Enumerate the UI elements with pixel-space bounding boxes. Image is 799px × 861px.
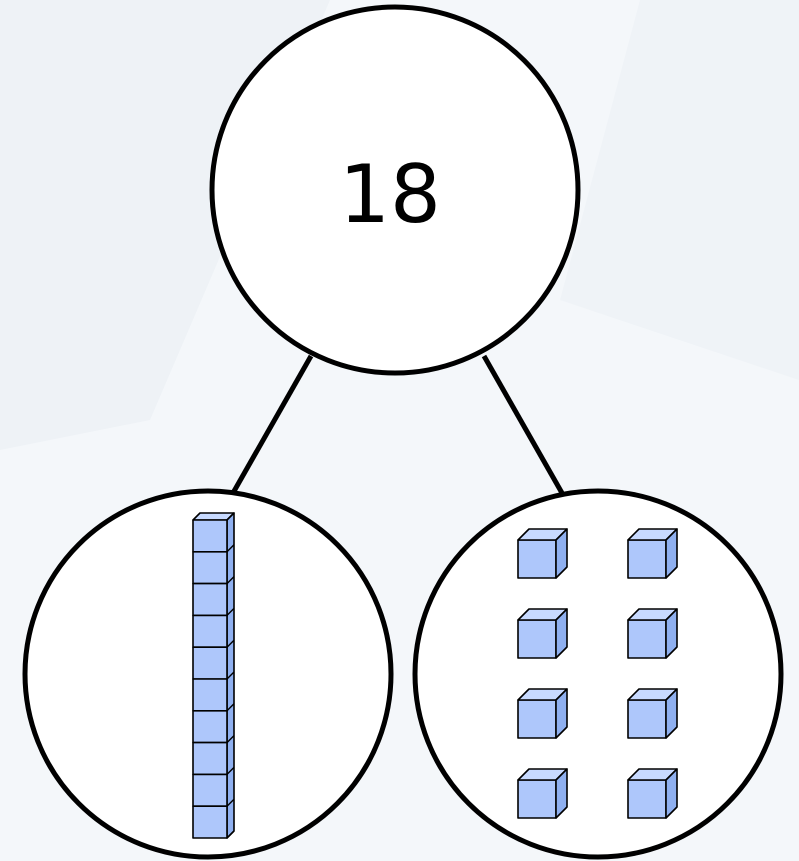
cube-front — [517, 619, 557, 659]
unit-cube — [517, 768, 568, 819]
rod-unit — [192, 741, 228, 776]
cube-front — [517, 539, 557, 579]
unit-cube — [627, 528, 678, 579]
cube-front — [517, 779, 557, 819]
cube-side — [665, 768, 678, 819]
cube-side — [665, 688, 678, 739]
unit-cube — [517, 688, 568, 739]
cube-front — [627, 699, 667, 739]
rod-unit — [192, 519, 228, 553]
rod-side-line — [226, 607, 235, 616]
rod-side-line — [226, 639, 235, 648]
rod-side-line — [226, 576, 235, 585]
rod-unit — [192, 678, 228, 712]
cube-side — [555, 528, 568, 579]
unit-cube — [627, 768, 678, 819]
tens-rod — [192, 512, 235, 839]
whole-value: 18 — [339, 148, 441, 241]
rod-unit — [192, 709, 228, 744]
rod-side-line — [226, 830, 235, 839]
rod-side-line — [226, 671, 235, 680]
rod-unit — [192, 805, 228, 839]
unit-cube — [627, 608, 678, 659]
rod-side-line — [226, 766, 235, 775]
cube-front — [517, 699, 557, 739]
part-circle-ones — [412, 488, 784, 860]
cube-side — [665, 608, 678, 659]
unit-cube — [517, 528, 568, 579]
cube-side — [555, 608, 568, 659]
background-shape — [560, 0, 799, 380]
rod-unit — [192, 773, 228, 808]
rod-side-line — [226, 798, 235, 807]
whole-circle — [209, 4, 581, 376]
connector-line-right — [481, 354, 565, 495]
rod-side-line — [226, 735, 235, 744]
cube-side — [555, 688, 568, 739]
unit-cube — [517, 608, 568, 659]
cube-side — [665, 528, 678, 579]
rod-unit — [192, 646, 228, 680]
rod-unit — [192, 550, 228, 585]
rod-unit — [192, 582, 228, 617]
unit-cubes-group — [517, 528, 678, 819]
rod-unit — [192, 614, 228, 649]
rod-side-line — [226, 544, 235, 553]
cube-front — [627, 619, 667, 659]
unit-cube — [627, 688, 678, 739]
rod-side-line — [226, 703, 235, 712]
cube-front — [627, 779, 667, 819]
connector-line-left — [230, 354, 314, 495]
cube-side — [555, 768, 568, 819]
cube-front — [627, 539, 667, 579]
